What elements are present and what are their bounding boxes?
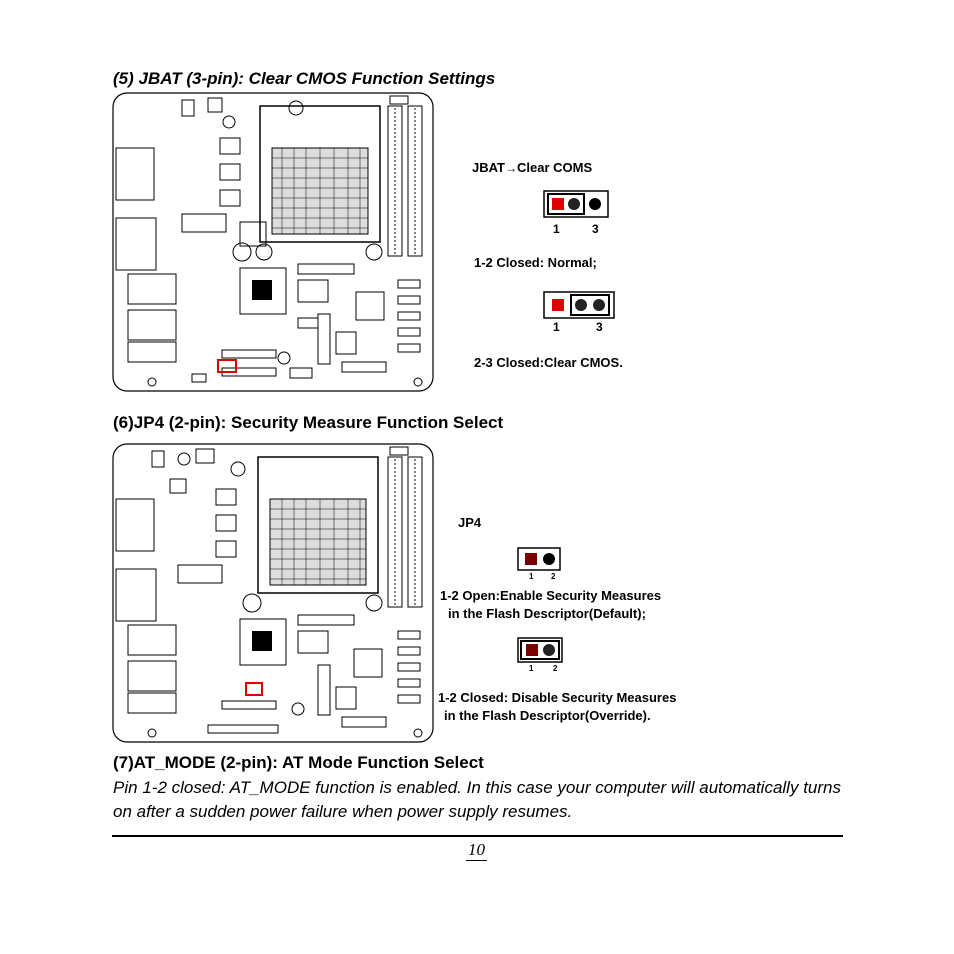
footer-rule bbox=[112, 835, 843, 837]
jbat-jumper-normal bbox=[543, 190, 609, 223]
jbat-highlight bbox=[217, 359, 237, 373]
jbat-caption-text: Clear COMS bbox=[516, 160, 593, 175]
motherboard-diagram-jbat bbox=[112, 92, 434, 392]
jp4-jumper2-pin-2: 2 bbox=[553, 664, 558, 673]
arrow-right-icon: → bbox=[504, 161, 517, 175]
jp4-closed-desc-line1: 1-2 Closed: Disable Security Measures bbox=[438, 690, 677, 705]
jbat-jumper1-pin-1: 1 bbox=[553, 222, 560, 236]
section7-body: Pin 1-2 closed: AT_MODE function is enab… bbox=[113, 778, 841, 821]
jbat-jumper1-pin-3: 3 bbox=[592, 222, 599, 236]
jp4-jumper-open bbox=[517, 547, 561, 576]
jp4-caption: JP4 bbox=[458, 515, 482, 530]
jbat-clear-desc: 2-3 Closed:Clear CMOS. bbox=[474, 355, 623, 370]
jbat-jumper2-pin-3: 3 bbox=[596, 320, 603, 334]
jbat-jumper-clear bbox=[543, 291, 615, 324]
section5-title: (5) JBAT (3-pin): Clear CMOS Function Se… bbox=[113, 69, 496, 88]
jp4-open-desc-line1: 1-2 Open:Enable Security Measures bbox=[440, 588, 662, 603]
jbat-caption: JBAT→Clear COMS bbox=[472, 160, 592, 175]
jp4-closed-desc-line2: in the Flash Descriptor(Override). bbox=[444, 708, 651, 723]
jp4-jumper-closed bbox=[517, 637, 563, 668]
jbat-caption-name: JBAT bbox=[472, 160, 505, 175]
motherboard-diagram-jp4 bbox=[112, 443, 434, 743]
jbat-jumper2-pin-1: 1 bbox=[553, 320, 560, 334]
section6-title: (6)JP4 (2-pin): Security Measure Functio… bbox=[113, 413, 504, 432]
page-number: 10 bbox=[466, 840, 487, 861]
jp4-jumper2-pin-1: 1 bbox=[529, 664, 534, 673]
section7-title: (7)AT_MODE (2-pin): AT Mode Function Sel… bbox=[113, 753, 484, 772]
jbat-normal-desc: 1-2 Closed: Normal; bbox=[474, 255, 597, 270]
jp4-jumper1-pin-1: 1 bbox=[529, 572, 534, 581]
jp4-jumper1-pin-2: 2 bbox=[551, 572, 556, 581]
jp4-highlight bbox=[245, 682, 263, 696]
jp4-open-desc-line2: in the Flash Descriptor(Default); bbox=[448, 606, 646, 621]
